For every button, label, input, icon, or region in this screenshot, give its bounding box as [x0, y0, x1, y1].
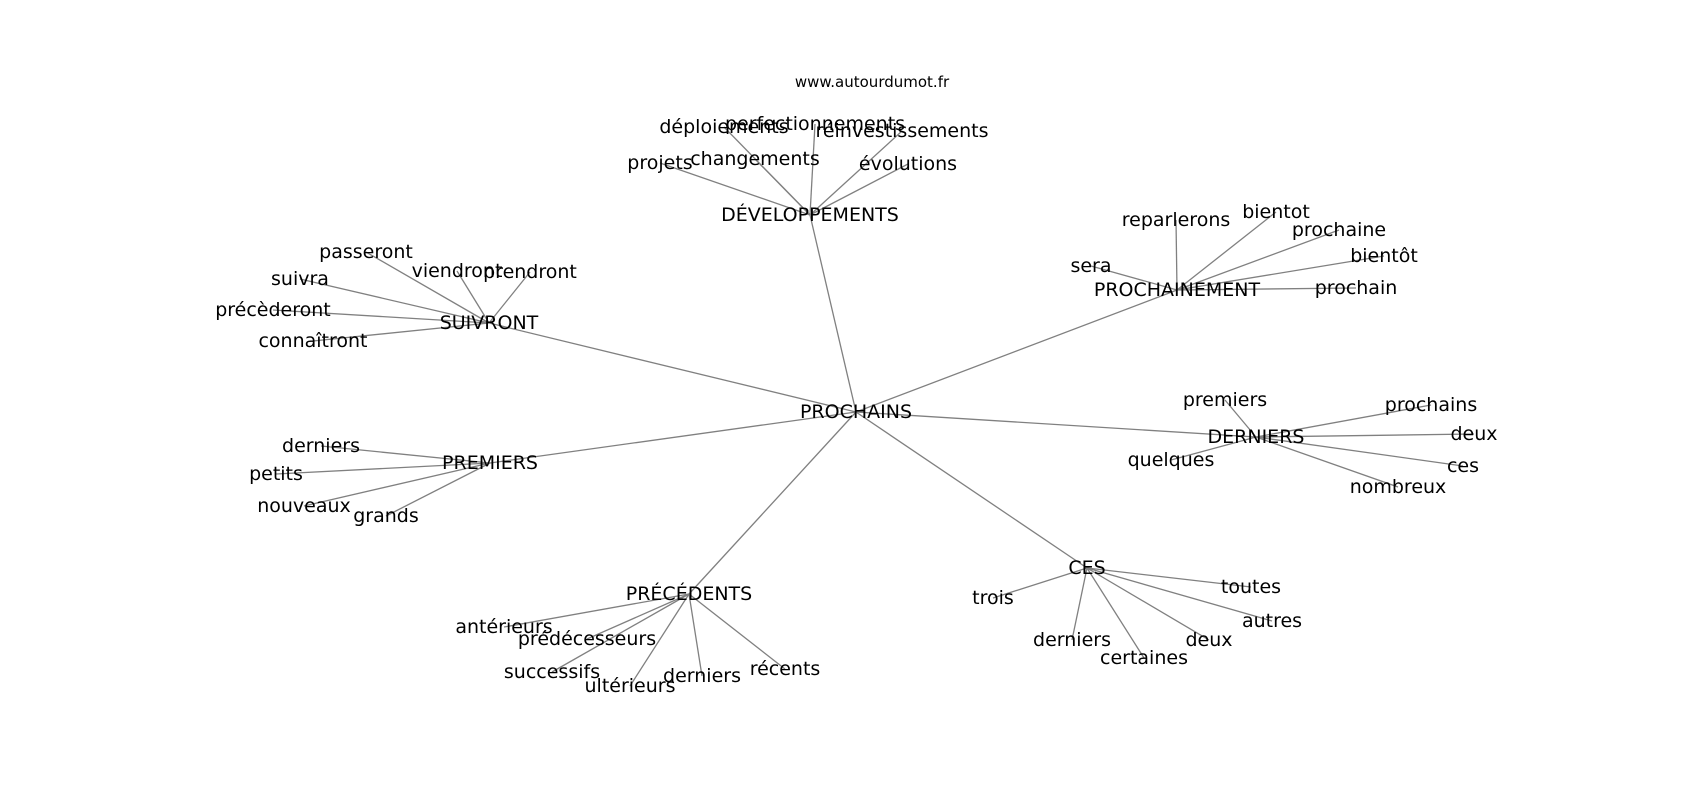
cluster-node-prochainement[interactable]: PROCHAINEMENT [1094, 279, 1261, 301]
word-node-precedents-5[interactable]: récents [750, 658, 821, 680]
word-node-suivront-1[interactable]: viendront [412, 260, 503, 282]
cluster-node-suivront[interactable]: SUIVRONT [440, 312, 539, 334]
edge-prochainement-5 [1176, 287, 1357, 291]
edge-derniers-3 [1170, 436, 1257, 461]
word-node-prochainement-0[interactable]: reparlerons [1122, 209, 1231, 231]
word-node-developpements-5[interactable]: évolutions [859, 153, 957, 175]
edge-developpements-4 [754, 158, 811, 216]
word-node-premiers-3[interactable]: grands [353, 505, 419, 527]
word-node-precedents-1[interactable]: prédécesseurs [518, 628, 656, 650]
word-node-developpements-3[interactable]: projets [627, 152, 692, 174]
word-node-prochainement-1[interactable]: bientot [1242, 201, 1310, 223]
word-node-suivront-0[interactable]: passeront [319, 241, 413, 263]
word-node-suivront-2[interactable]: prendront [483, 261, 577, 283]
word-node-ces-5[interactable]: deux [1185, 629, 1232, 651]
edge-precedents-3 [629, 593, 690, 687]
edge-center-derniers [855, 411, 1257, 438]
word-node-ces-0[interactable]: trois [972, 587, 1014, 609]
word-node-developpements-1[interactable]: perfectionnements [725, 113, 905, 135]
edge-prochainement-0 [1175, 219, 1178, 291]
edge-center-developpements [809, 214, 857, 413]
word-node-precedents-4[interactable]: derniers [663, 665, 741, 687]
edge-ces-4 [1086, 567, 1145, 659]
edge-suivront-2 [488, 271, 531, 324]
edge-prochainement-1 [1176, 211, 1277, 291]
cluster-node-developpements[interactable]: DÉVELOPPEMENTS [721, 203, 899, 226]
word-node-derniers-5[interactable]: nombreux [1350, 476, 1447, 498]
word-node-ces-2[interactable]: autres [1242, 610, 1302, 632]
edge-precedents-1 [586, 593, 690, 640]
edge-ces-3 [1071, 567, 1088, 641]
edge-derniers-2 [1255, 433, 1475, 438]
edge-developpements-1 [809, 123, 816, 216]
cluster-node-ces[interactable]: CES [1068, 557, 1105, 579]
edge-premiers-2 [303, 462, 491, 507]
source-watermark: www.autourdumot.fr [795, 73, 950, 91]
edge-suivront-0 [365, 251, 490, 324]
word-node-precedents-3[interactable]: ultérieurs [585, 675, 676, 697]
edge-precedents-2 [551, 593, 690, 673]
word-node-ces-1[interactable]: toutes [1221, 576, 1281, 598]
edge-prochainement-3 [1090, 265, 1178, 291]
edge-center-prochainement [855, 289, 1178, 413]
word-node-derniers-2[interactable]: deux [1450, 423, 1497, 445]
edge-center-precedents [688, 411, 857, 595]
word-node-derniers-1[interactable]: prochains [1385, 394, 1477, 416]
edge-suivront-3 [299, 278, 490, 324]
word-node-precedents-0[interactable]: antérieurs [455, 616, 552, 638]
edge-premiers-3 [385, 462, 491, 517]
edge-ces-2 [1086, 567, 1273, 622]
word-node-premiers-1[interactable]: petits [249, 463, 303, 485]
edge-center-premiers [489, 411, 857, 464]
edge-center-suivront [488, 322, 857, 413]
edge-center-ces [855, 411, 1088, 569]
word-node-ces-3[interactable]: derniers [1033, 629, 1111, 651]
edge-derniers-4 [1255, 436, 1464, 467]
labels-layer: déploiementsperfectionnementsréinvestiss… [215, 113, 1497, 697]
word-node-ces-4[interactable]: certaines [1100, 647, 1188, 669]
word-node-prochainement-3[interactable]: sera [1070, 255, 1111, 277]
edge-derniers-5 [1255, 436, 1399, 488]
word-node-derniers-0[interactable]: premiers [1183, 389, 1267, 411]
edge-precedents-5 [688, 593, 786, 670]
edge-suivront-5 [312, 322, 490, 342]
word-node-prochainement-5[interactable]: prochain [1315, 277, 1398, 299]
edge-suivront-1 [456, 270, 490, 324]
word-node-suivront-4[interactable]: précèderont [215, 299, 331, 321]
edge-developpements-2 [809, 130, 903, 216]
edge-premiers-1 [275, 462, 491, 475]
word-node-premiers-2[interactable]: nouveaux [257, 495, 351, 517]
word-node-premiers-0[interactable]: derniers [282, 435, 360, 457]
word-node-developpements-0[interactable]: déploiements [659, 116, 788, 138]
cluster-node-premiers[interactable]: PREMIERS [442, 452, 538, 474]
word-node-derniers-4[interactable]: ces [1447, 455, 1479, 477]
word-node-prochainement-2[interactable]: prochaine [1292, 219, 1386, 241]
edges-layer [272, 123, 1475, 687]
word-node-suivront-5[interactable]: connaîtront [258, 330, 367, 352]
cluster-node-derniers[interactable]: DERNIERS [1208, 426, 1305, 448]
edge-precedents-0 [503, 593, 690, 628]
word-node-developpements-4[interactable]: changements [690, 148, 820, 170]
edge-prochainement-2 [1176, 229, 1340, 291]
word-node-derniers-3[interactable]: quelques [1128, 449, 1215, 471]
word-node-developpements-2[interactable]: réinvestissements [815, 120, 988, 142]
edge-derniers-0 [1224, 399, 1257, 438]
edge-suivront-4 [272, 309, 490, 324]
edge-prochainement-4 [1176, 255, 1385, 291]
word-node-prochainement-4[interactable]: bientôt [1350, 245, 1418, 267]
edge-ces-0 [992, 567, 1088, 599]
edge-developpements-5 [809, 163, 909, 216]
edge-derniers-1 [1255, 404, 1432, 438]
edge-developpements-3 [659, 162, 811, 216]
edge-ces-1 [1086, 567, 1252, 588]
edge-precedents-4 [688, 593, 703, 677]
word-node-suivront-3[interactable]: suivra [271, 268, 329, 290]
edge-ces-5 [1086, 567, 1210, 641]
word-node-precedents-2[interactable]: successifs [504, 661, 600, 683]
center-node[interactable]: PROCHAINS [800, 401, 912, 423]
edge-premiers-0 [320, 445, 491, 464]
cluster-node-precedents[interactable]: PRÉCÉDENTS [626, 582, 752, 605]
